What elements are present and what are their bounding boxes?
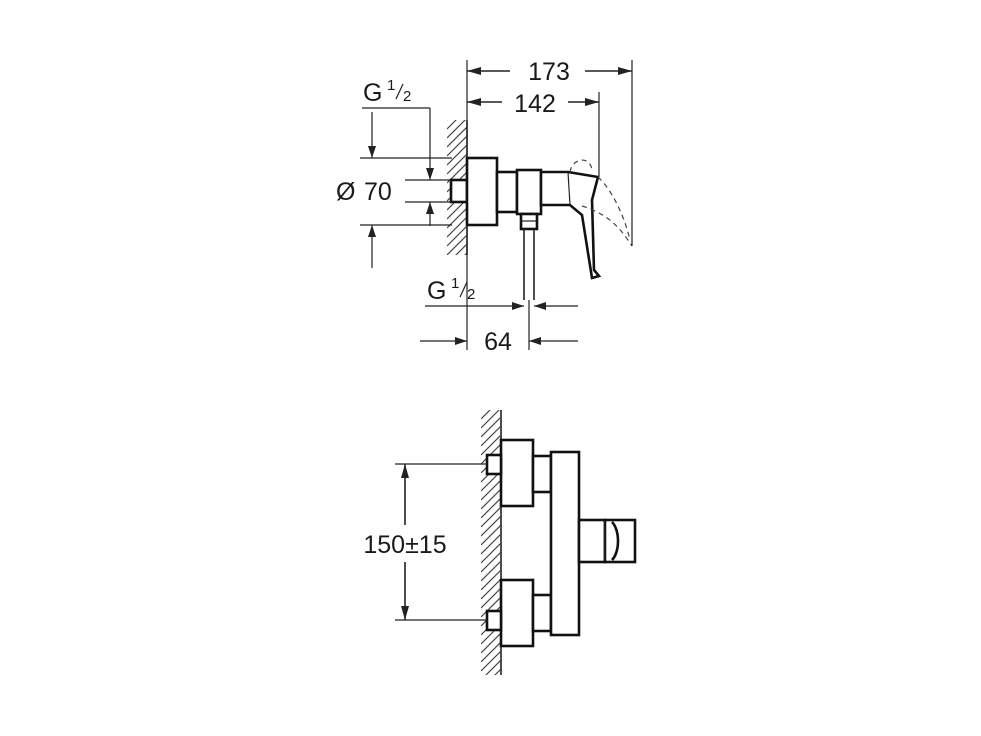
thread-outlet-label: G 1 2 bbox=[425, 275, 578, 310]
wall-hatch-line bbox=[481, 533, 501, 555]
thread-wall-label: G 1 2 bbox=[362, 77, 434, 226]
dimension-64: 64 bbox=[420, 225, 578, 356]
mixer-body-top bbox=[449, 156, 633, 300]
wall-hatch-line bbox=[447, 153, 467, 175]
wall-hatch-line bbox=[447, 120, 466, 139]
wall-hatch-line bbox=[455, 243, 467, 255]
wall-hatch-line bbox=[481, 596, 501, 618]
wall-hatch-line bbox=[447, 126, 467, 148]
diameter-70: Ø 70 bbox=[336, 112, 452, 268]
wall-hatch-line bbox=[481, 542, 501, 564]
thread-outlet-base: G bbox=[427, 277, 446, 305]
thread-outlet-sup: 1 bbox=[451, 275, 459, 292]
wall-hatch-line bbox=[481, 416, 501, 438]
wall-hatch-line bbox=[447, 234, 467, 255]
wall-hatch-line bbox=[481, 578, 501, 600]
wall-hatch-line bbox=[464, 252, 467, 255]
dimension-173-label: 173 bbox=[528, 58, 570, 86]
wall-hatch-line bbox=[481, 425, 501, 447]
mixer-body-front bbox=[485, 438, 637, 648]
wall-hatch-line bbox=[481, 410, 491, 420]
dimension-64-label: 64 bbox=[484, 328, 512, 356]
front-view: 150±15 bbox=[363, 410, 637, 707]
thread-wall-base: G bbox=[363, 79, 382, 107]
dimension-150-label: 150±15 bbox=[363, 531, 446, 559]
wall-hatch-line bbox=[494, 668, 501, 675]
wall-hatch-line bbox=[481, 434, 501, 456]
wall-hatch-line bbox=[447, 120, 457, 130]
wall-hatch-line bbox=[481, 497, 501, 519]
wall-hatch-line bbox=[481, 488, 501, 510]
wall-hatch-line bbox=[481, 515, 501, 537]
wall-hatch-line bbox=[481, 410, 482, 411]
top-view: 173 142 G 1 2 bbox=[336, 58, 633, 356]
wall-hatch-line bbox=[447, 225, 467, 247]
dimension-142-label: 142 bbox=[514, 90, 556, 118]
dimension-173: 173 bbox=[466, 58, 633, 246]
thread-wall-sub: 2 bbox=[403, 88, 411, 105]
wall-hatch-line bbox=[481, 560, 501, 582]
thread-outlet-sub: 2 bbox=[467, 286, 475, 303]
wall-hatch-line bbox=[481, 569, 501, 591]
wall-hatch-line bbox=[447, 144, 467, 166]
wall-hatch-line bbox=[481, 632, 501, 654]
wall-hatch-line bbox=[481, 587, 501, 609]
wall-hatch-line bbox=[481, 479, 501, 501]
wall-hatch-line bbox=[481, 687, 501, 707]
wall-hatch-line bbox=[447, 216, 467, 238]
diameter-value: 70 bbox=[364, 178, 392, 206]
thread-wall-sup: 1 bbox=[387, 77, 395, 94]
dimension-142: 142 bbox=[467, 90, 600, 176]
diameter-symbol: Ø bbox=[336, 178, 355, 206]
wall-hatch-line bbox=[481, 410, 500, 429]
wall-hatch-line bbox=[447, 120, 448, 121]
wall-hatch-line bbox=[481, 641, 501, 663]
wall-hatch-line bbox=[481, 650, 501, 672]
wall-hatch-line bbox=[481, 506, 501, 528]
wall-front bbox=[481, 410, 502, 707]
wall-hatch-line bbox=[485, 659, 501, 675]
wall-hatch-line bbox=[481, 524, 501, 546]
wall-hatch-line bbox=[481, 678, 501, 698]
dimension-150: 150±15 bbox=[363, 463, 487, 621]
wall-hatch-line bbox=[447, 135, 467, 157]
wall-hatch-line bbox=[481, 551, 501, 573]
